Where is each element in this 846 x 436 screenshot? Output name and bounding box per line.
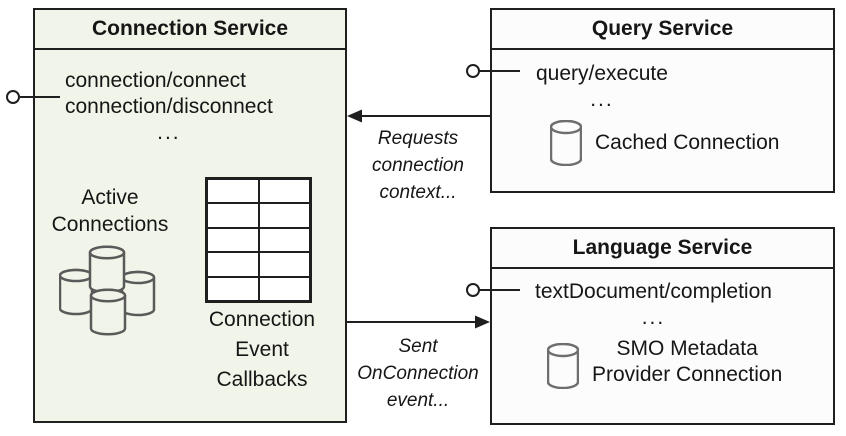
language-service-box: Language Service textDocument/completion…	[490, 227, 835, 425]
query-methods-ellipsis: ...	[590, 88, 614, 111]
callbacks-table-icon	[205, 177, 312, 303]
connection-service-header: Connection Service	[35, 10, 345, 50]
connection-service-title: Connection Service	[91, 17, 289, 40]
cached-connection-label: Cached Connection	[595, 131, 780, 154]
language-methods-ellipsis: ...	[641, 306, 666, 329]
language-service-title: Language Service	[572, 236, 753, 259]
sent-onconnection-event-label: Sent OnConnection event...	[357, 336, 479, 411]
database-icon	[550, 120, 582, 166]
requests-connection-context-label: Requests connection context...	[372, 128, 464, 203]
connection-methods-ellipsis: ...	[157, 121, 181, 144]
cached-connection-item: Cached Connection	[550, 120, 779, 166]
connection-event-callbacks-label: Connection Event Callbacks	[208, 308, 316, 391]
language-service-methods: textDocument/completion ...	[535, 279, 772, 331]
method-query-execute: query/execute	[536, 62, 668, 85]
method-connection-connect: connection/connect	[65, 69, 246, 92]
database-icon	[547, 343, 579, 389]
smo-metadata-provider-item: SMO Metadata Provider Connection	[547, 335, 782, 389]
language-service-header: Language Service	[492, 229, 833, 269]
connection-service-box: Connection Service connection/connect co…	[33, 8, 347, 423]
smo-metadata-provider-label: SMO Metadata Provider Connection	[592, 337, 783, 386]
connection-service-methods: connection/connect connection/disconnect…	[65, 68, 273, 146]
query-service-header: Query Service	[492, 10, 833, 50]
method-connection-disconnect: connection/disconnect	[65, 95, 273, 118]
query-service-methods: query/execute ...	[536, 61, 668, 113]
method-textdocument-completion: textDocument/completion	[535, 280, 772, 303]
requests-connection-context-arrow	[347, 109, 490, 123]
query-service-title: Query Service	[591, 17, 734, 40]
sent-onconnection-event-arrow	[347, 315, 490, 329]
active-connections-label: Active Connections	[51, 186, 169, 236]
query-service-box: Query Service query/execute ... Cached C…	[490, 8, 835, 193]
active-connections-database-cluster-icon	[59, 245, 156, 336]
